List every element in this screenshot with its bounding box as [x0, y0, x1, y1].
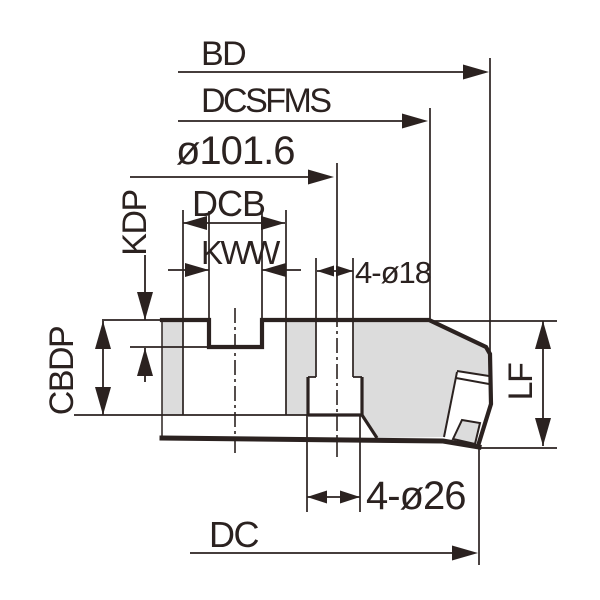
flange-gash-line [360, 414, 379, 439]
kdp-top-arrowhead [137, 292, 153, 320]
dimension-label-dcsfms: DCSFMS [201, 82, 332, 120]
bd-arrowhead [463, 64, 489, 80]
dimension-label-bolt-circle: ø101.6 [176, 129, 296, 173]
dcsfms-arrowhead [402, 113, 428, 129]
hole18-left-arrowhead [317, 265, 334, 277]
insert-tip [451, 418, 482, 446]
hole18-right-arrowhead [336, 265, 353, 277]
cutter-bottom-edge [159, 435, 482, 450]
kww-left-arrowhead [185, 263, 209, 277]
lf-extension-lines [430, 320, 557, 449]
cutter-body-outline [159, 317, 494, 449]
lf-bottom-arrowhead [535, 418, 551, 446]
cbore26-left-arrowhead [307, 490, 327, 504]
section-fill-left-wall [162, 320, 183, 415]
cbore26-extension-lines [306, 415, 361, 512]
dcb-right-arrowhead [261, 216, 285, 230]
cbdp-top-arrowhead [95, 321, 111, 349]
dcb-left-arrowhead [183, 216, 207, 230]
dc-arrowhead [452, 545, 478, 561]
section-fill-right-body [353, 319, 490, 438]
kww-right-arrowhead [262, 263, 286, 277]
dcb-extension-lines [182, 210, 287, 415]
cbdp-extension-lines [74, 319, 162, 416]
kdp-bottom-arrowhead [137, 348, 153, 376]
hole18-extension-lines [315, 258, 354, 377]
dimension-label-mount-holes: 4-ø18 [355, 255, 432, 290]
cbdp-bottom-arrowhead [95, 387, 111, 415]
section-fill-mid-wall [286, 320, 316, 415]
dimension-label-cbdp: CBDP [43, 326, 81, 416]
dimension-label-dc: DC [209, 514, 260, 555]
bolt-circle-arrowhead [308, 169, 334, 185]
insert-pocket-top-line [456, 370, 490, 377]
dimension-label-kdp: KDP [116, 190, 154, 256]
dimension-label-lf: LF [502, 363, 540, 401]
dimension-label-kww: KWW [201, 234, 280, 271]
counterbore-outline [306, 377, 364, 417]
dimension-label-counterbores: 4-ø26 [366, 474, 466, 518]
insert-top-line [455, 377, 490, 385]
lf-top-arrowhead [535, 321, 551, 349]
insert-pocket-left-line [443, 371, 458, 438]
dimension-label-bd: BD [201, 35, 247, 73]
cbore26-right-arrowhead [340, 490, 360, 504]
dimension-label-dcb: DCB [192, 183, 266, 224]
